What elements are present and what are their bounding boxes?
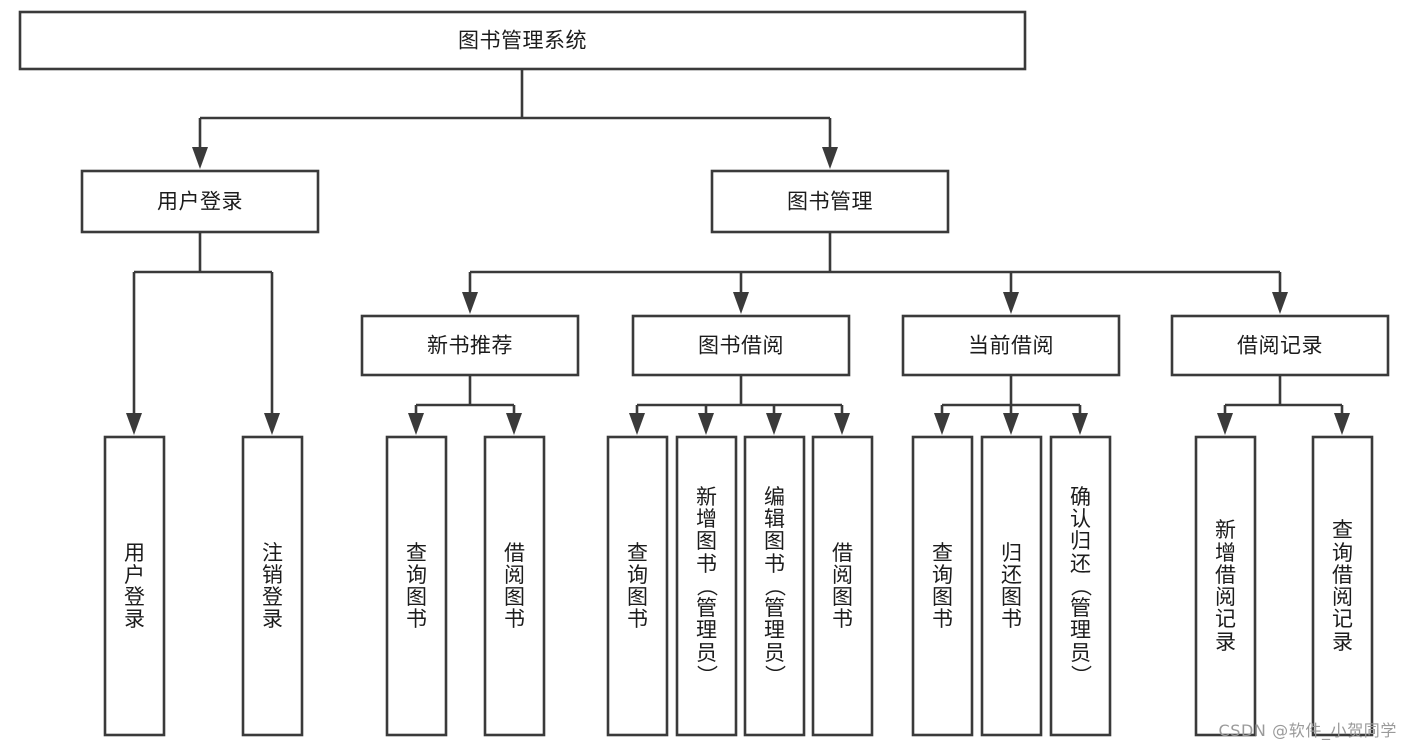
node-box-new-book-recommend[interactable] bbox=[360, 314, 580, 377]
node-box-leaf-user-login[interactable] bbox=[103, 435, 166, 737]
node-box-leaf-confirm-return[interactable] bbox=[1049, 435, 1112, 737]
arrow-head-icon bbox=[1272, 292, 1288, 314]
node-label-book-manage: 图书管理 bbox=[787, 190, 873, 214]
node-label-new-book-recommend: 新书推荐 bbox=[427, 334, 513, 358]
node-box-leaf-query-book-1[interactable] bbox=[385, 435, 448, 737]
node-label-current-borrow: 当前借阅 bbox=[968, 334, 1054, 358]
node-box-leaf-borrow-book-2[interactable] bbox=[811, 435, 874, 737]
node-label-root: 图书管理系统 bbox=[458, 29, 587, 53]
node-boxes-layer bbox=[18, 10, 1390, 737]
connectors-layer bbox=[126, 69, 1350, 435]
node-box-leaf-borrow-book-1[interactable] bbox=[483, 435, 546, 737]
node-box-user-login[interactable] bbox=[80, 169, 320, 234]
arrow-head-icon bbox=[1334, 413, 1350, 435]
node-box-borrow-record[interactable] bbox=[1170, 314, 1390, 377]
arrow-head-icon bbox=[629, 413, 645, 435]
arrow-head-icon bbox=[766, 413, 782, 435]
node-box-leaf-user-logout[interactable] bbox=[241, 435, 304, 737]
node-box-leaf-return-book[interactable] bbox=[980, 435, 1043, 737]
arrow-head-icon bbox=[264, 413, 280, 435]
arrow-head-icon bbox=[1003, 413, 1019, 435]
node-box-leaf-query-book-2[interactable] bbox=[606, 435, 669, 737]
node-box-book-borrow[interactable] bbox=[631, 314, 851, 377]
watermark-text: CSDN @软件_小贺同学 bbox=[1218, 721, 1397, 740]
node-box-leaf-query-borrow-record[interactable] bbox=[1311, 435, 1374, 737]
node-label-book-borrow: 图书借阅 bbox=[698, 334, 784, 358]
arrow-head-icon bbox=[126, 413, 142, 435]
node-box-leaf-edit-book[interactable] bbox=[743, 435, 806, 737]
node-label-borrow-record: 借阅记录 bbox=[1237, 334, 1323, 358]
arrow-head-icon bbox=[1072, 413, 1088, 435]
node-box-leaf-query-book-3[interactable] bbox=[911, 435, 974, 737]
arrow-head-icon bbox=[822, 147, 838, 169]
arrow-head-icon bbox=[698, 413, 714, 435]
node-box-leaf-add-borrow-record[interactable] bbox=[1194, 435, 1257, 737]
node-box-root[interactable] bbox=[18, 10, 1027, 71]
node-box-book-manage[interactable] bbox=[710, 169, 950, 234]
arrow-head-icon bbox=[408, 413, 424, 435]
arrow-head-icon bbox=[506, 413, 522, 435]
arrow-head-icon bbox=[834, 413, 850, 435]
node-box-leaf-add-book[interactable] bbox=[675, 435, 738, 737]
arrow-head-icon bbox=[1217, 413, 1233, 435]
arrow-head-icon bbox=[733, 292, 749, 314]
node-label-user-login: 用户登录 bbox=[157, 190, 243, 214]
arrow-head-icon bbox=[1003, 292, 1019, 314]
arrow-head-icon bbox=[462, 292, 478, 314]
arrow-head-icon bbox=[192, 147, 208, 169]
node-box-current-borrow[interactable] bbox=[901, 314, 1121, 377]
arrow-head-icon bbox=[934, 413, 950, 435]
